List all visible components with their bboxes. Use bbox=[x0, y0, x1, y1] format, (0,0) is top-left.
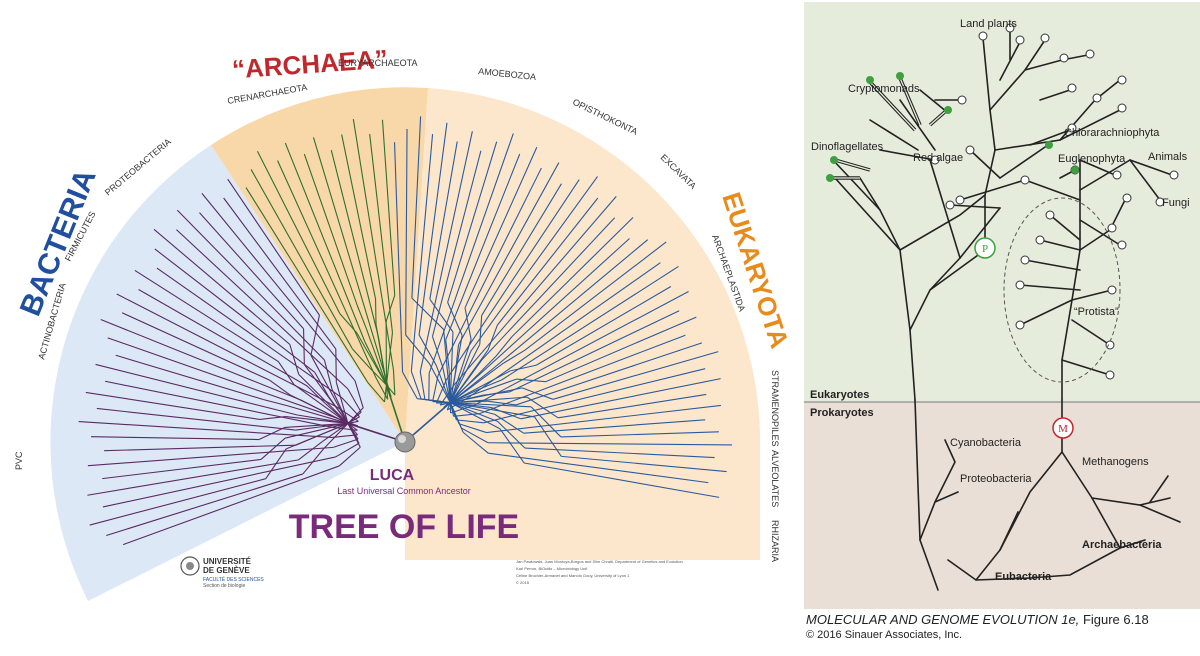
credit-line-2: Karl Perron, BiOutils – Microbiology Uni… bbox=[516, 566, 588, 571]
caption-title: MOLECULAR AND GENOME EVOLUTION 1e, bbox=[806, 612, 1079, 627]
group-pvc: PVC bbox=[14, 451, 24, 470]
tree-of-life-panel: BACTERIA “ARCHAEA” EUKARYOTA PVC ACTINOB… bbox=[0, 0, 800, 651]
group-euryarchaeota: EURYARCHAEOTA bbox=[338, 58, 418, 68]
tree-of-life-title: TREE OF LIFE bbox=[289, 508, 519, 546]
group-crenarchaeota: CRENARCHAEOTA bbox=[227, 82, 308, 106]
evolution-figure: P M Land plants Cryptomonads Dinoflagell… bbox=[804, 0, 1200, 651]
label-dinoflagellates: Dinoflagellates bbox=[811, 141, 884, 153]
label-eubacteria: Eubacteria bbox=[995, 571, 1052, 583]
credit-line-1: Jan Pawlowski, Juan Montoya-Burgos and S… bbox=[516, 559, 683, 564]
group-excavata: EXCAVATA bbox=[659, 152, 699, 191]
university-name-1: UNIVERSITÉ bbox=[203, 557, 252, 566]
group-stramenopiles: STRAMENOPILES bbox=[770, 370, 780, 447]
group-opisthokonta: OPISTHOKONTA bbox=[571, 97, 639, 137]
university-name-2: DE GENÈVE bbox=[203, 566, 250, 575]
credit-line-4: © 2015 bbox=[516, 580, 530, 585]
label-fungi: Fungi bbox=[1162, 197, 1190, 209]
group-alveolates: ALVEOLATES bbox=[770, 450, 780, 507]
university-faculty: FACULTÉ DES SCIENCES bbox=[203, 576, 264, 583]
label-proteobacteria: Proteobacteria bbox=[960, 473, 1032, 485]
luca-label: LUCA bbox=[370, 467, 415, 484]
tree-of-life-diagram: BACTERIA “ARCHAEA” EUKARYOTA PVC ACTINOB… bbox=[0, 0, 800, 651]
university-section: Section de biologie bbox=[203, 583, 245, 589]
credit-line-3: Céline Brochier-Armanet and Manolo Gouy,… bbox=[516, 573, 630, 578]
label-eukaryotes: Eukaryotes bbox=[810, 389, 869, 401]
label-red-algae: Red algae bbox=[913, 152, 963, 164]
group-amoebozoa: AMOEBOZOA bbox=[478, 66, 537, 82]
label-land-plants: Land plants bbox=[960, 18, 1017, 30]
label-animals: Animals bbox=[1148, 151, 1188, 163]
caption-copyright: © 2016 Sinauer Associates, Inc. bbox=[806, 629, 1149, 641]
label-chlorarachniophyta: Chlorarachniophyta bbox=[1064, 127, 1160, 139]
eukaryotes-background bbox=[804, 2, 1200, 402]
label-methanogens: Methanogens bbox=[1082, 456, 1149, 468]
luca-node bbox=[395, 432, 415, 452]
luca-subtitle: Last Universal Common Ancestor bbox=[337, 486, 471, 496]
tree-branch bbox=[336, 349, 337, 382]
m-marker-label: M bbox=[1058, 423, 1068, 435]
label-cyanobacteria: Cyanobacteria bbox=[950, 437, 1022, 449]
evolution-figure-panel: P M Land plants Cryptomonads Dinoflagell… bbox=[804, 0, 1200, 651]
p-marker-label: P bbox=[982, 243, 988, 255]
group-rhizaria: RHIZARIA bbox=[770, 520, 780, 562]
label-cryptomonads: Cryptomonads bbox=[848, 83, 920, 95]
caption-figure: Figure 6.18 bbox=[1083, 612, 1149, 627]
label-prokaryotes: Prokaryotes bbox=[810, 407, 874, 419]
label-protista: “Protista” bbox=[1074, 306, 1119, 318]
label-archaebacteria: Archaebacteria bbox=[1082, 539, 1162, 551]
label-euglenophyta: Euglenophyta bbox=[1058, 153, 1126, 165]
figure-caption: MOLECULAR AND GENOME EVOLUTION 1e, Figur… bbox=[806, 612, 1149, 641]
